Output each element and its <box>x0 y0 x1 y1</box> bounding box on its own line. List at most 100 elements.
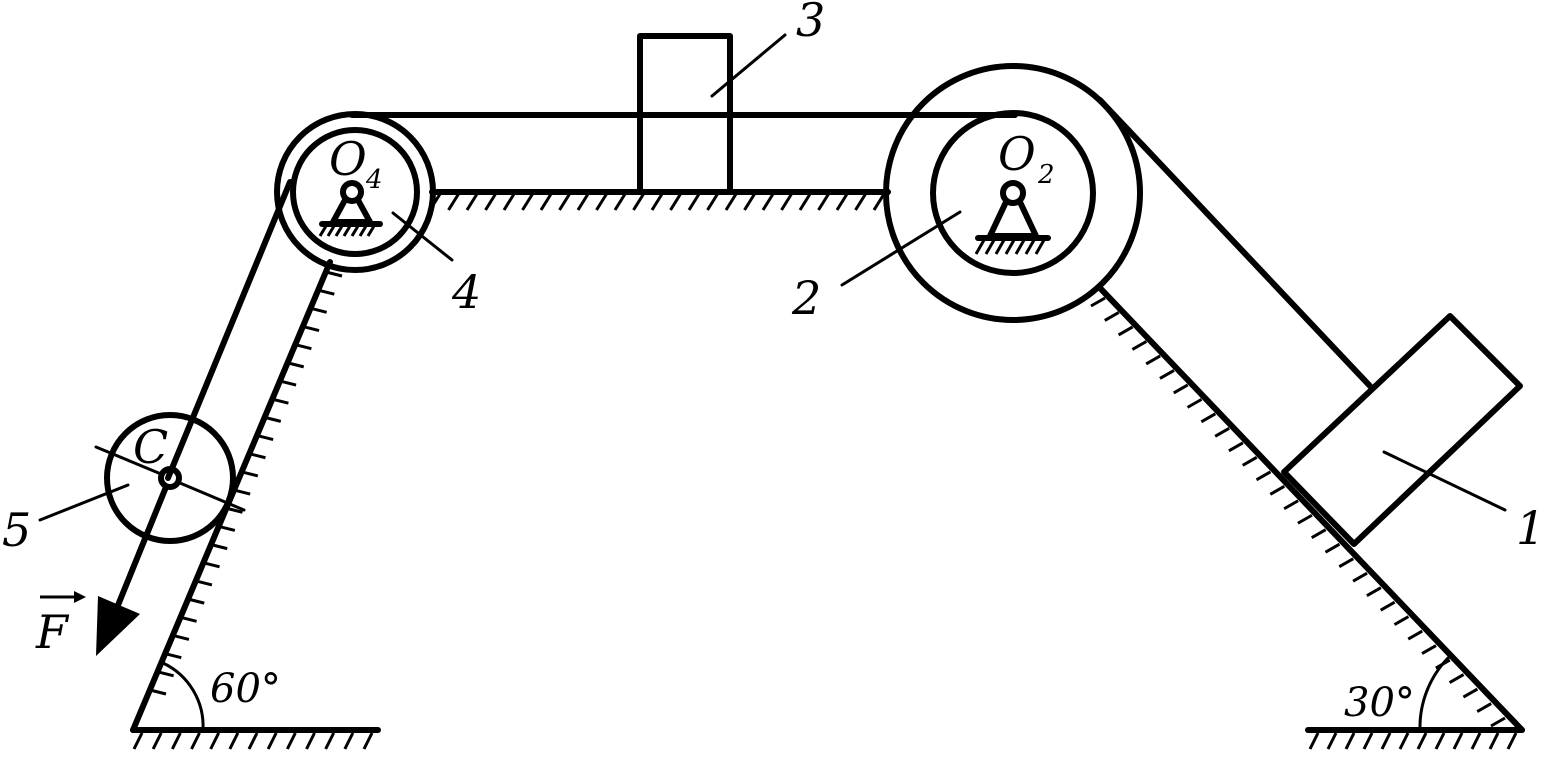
hatch-mark <box>1310 528 1327 540</box>
leader-3 <box>710 33 787 98</box>
hatch-mark <box>576 193 590 211</box>
label-body-1: 1 <box>1516 501 1542 555</box>
hatch-mark <box>1344 732 1356 750</box>
hatch-mark <box>287 361 305 369</box>
hatch-mark <box>164 652 182 660</box>
hatch-mark <box>1452 732 1464 750</box>
hatch-mark <box>613 193 627 211</box>
hatch-mark <box>650 193 664 211</box>
label-pulley-4-subscript: 4 <box>365 165 383 195</box>
hatch-mark <box>780 193 793 211</box>
hatch-mark <box>203 561 220 569</box>
ground-structure <box>130 189 1525 750</box>
hatch-mark <box>1324 542 1341 554</box>
hatch-mark <box>266 732 278 750</box>
hatch-mark <box>170 732 182 750</box>
label-roller-center: C <box>133 420 168 474</box>
hatch-mark <box>241 470 259 478</box>
hatch-mark <box>190 732 201 750</box>
pulley-4 <box>274 111 436 273</box>
rope-right <box>1097 97 1373 389</box>
hatch-mark <box>1269 484 1286 496</box>
hatch-mark <box>798 193 812 211</box>
right-incline-surface <box>1097 285 1525 733</box>
label-body-5: 5 <box>2 503 31 557</box>
block-3 <box>637 33 733 195</box>
force-vector-arrow-icon <box>40 591 86 603</box>
hatch-mark <box>1173 383 1189 395</box>
hatch-mark <box>302 325 320 332</box>
hatch-mark <box>132 732 144 750</box>
leader-4 <box>391 211 454 262</box>
hatch-mark <box>1186 398 1203 409</box>
hatch-mark <box>1366 586 1382 597</box>
label-body-2: 2 <box>791 271 821 325</box>
hatch-mark <box>279 379 297 387</box>
hatch-mark <box>484 193 497 211</box>
hatch-mark <box>233 488 251 496</box>
hatch-mark <box>465 193 479 211</box>
hatch-mark <box>502 193 516 211</box>
leader-5 <box>38 483 130 522</box>
hatch-mark <box>305 732 316 750</box>
hatch-mark <box>187 597 205 605</box>
hatch-mark <box>761 193 775 211</box>
hatch-mark <box>1490 716 1506 728</box>
hatch-mark <box>1416 732 1428 750</box>
hatch-mark <box>521 193 534 211</box>
hatch-mark <box>1241 456 1258 467</box>
hatch-mark <box>817 193 830 211</box>
hatch-mark <box>1380 732 1392 750</box>
hatch-mark <box>1200 412 1217 424</box>
hatch-mark <box>285 732 297 750</box>
hatch-mark <box>1421 644 1437 655</box>
hatch-mark <box>1362 732 1374 750</box>
hatch-mark <box>209 732 221 750</box>
pulley-2 <box>883 63 1143 323</box>
hatch-mark <box>249 452 266 460</box>
hatch-mark <box>1476 702 1492 713</box>
hatch-mark <box>210 543 228 551</box>
leader-2 <box>840 210 962 287</box>
hatch-mark <box>1104 311 1120 322</box>
hatch-mark <box>1228 441 1244 453</box>
label-angle-30: 30° <box>1344 680 1415 726</box>
hatch-mark <box>1448 673 1465 684</box>
hatch-mark <box>872 193 886 211</box>
hatch-mark <box>1255 470 1272 482</box>
roller-5 <box>94 412 246 544</box>
hatch-mark <box>1326 732 1338 750</box>
hatch-mark <box>558 193 571 211</box>
hatch-mark <box>1506 732 1518 750</box>
label-body-3: 3 <box>796 0 825 47</box>
hatch-mark <box>1131 340 1148 351</box>
hatch-mark <box>151 732 163 750</box>
hatch-mark <box>172 634 190 641</box>
hatch-mark <box>317 288 335 296</box>
hatch-mark <box>195 579 213 587</box>
hatch-mark <box>343 732 355 750</box>
label-force: F <box>35 605 70 659</box>
hatch-mark <box>1117 325 1134 337</box>
hatch-mark <box>1407 629 1423 641</box>
hatch-mark <box>1470 732 1482 750</box>
hatch-mark <box>1090 296 1106 308</box>
hatch-mark <box>1398 732 1410 750</box>
hatch-mark <box>669 193 682 211</box>
hatch-mark <box>157 670 175 678</box>
hatch-mark <box>180 615 197 623</box>
hatch-mark <box>264 415 282 423</box>
angle-arc-60 <box>161 661 205 732</box>
hatch-mark <box>310 306 328 314</box>
hatch-mark <box>1308 732 1320 750</box>
hatch-mark <box>854 193 867 211</box>
hatch-mark <box>1462 687 1479 699</box>
leader-lines <box>38 33 1507 522</box>
leader-1 <box>1382 450 1507 512</box>
rope-left <box>165 179 293 481</box>
hatch-mark <box>256 434 274 442</box>
hatch-mark <box>1145 354 1161 366</box>
hatch-mark <box>218 524 236 532</box>
hatch-mark <box>226 506 243 514</box>
